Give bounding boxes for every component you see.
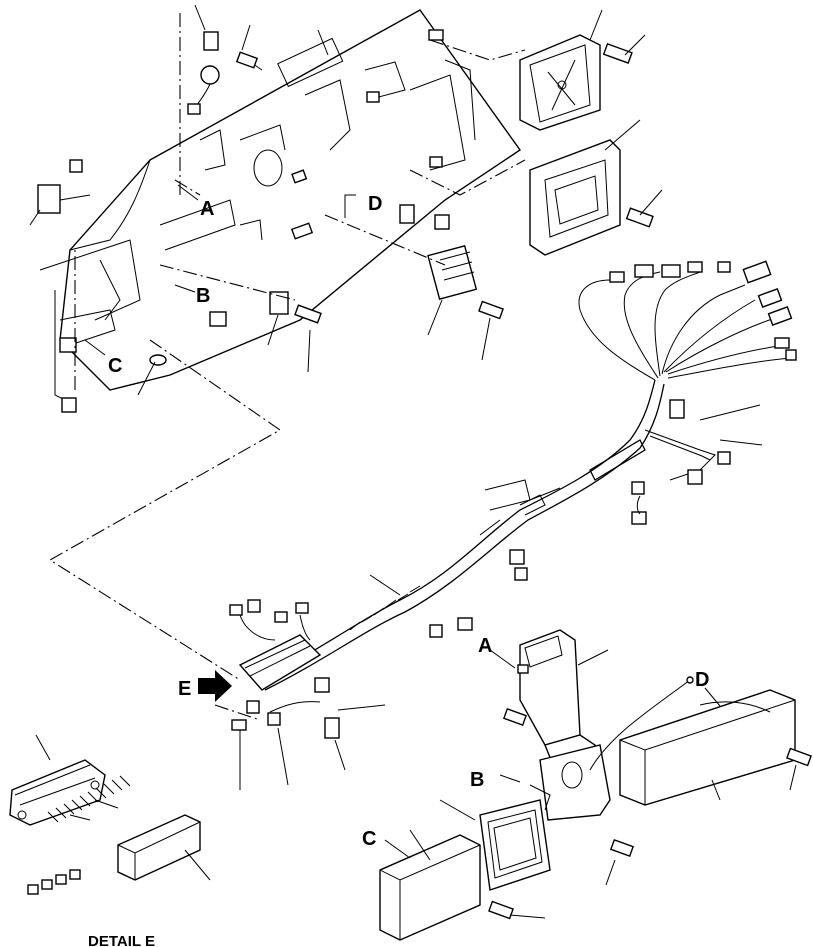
label-b-top: B [196, 285, 210, 307]
main-harness [259, 379, 665, 691]
label-a-top: A [200, 198, 214, 220]
air-duct-right [619, 689, 796, 806]
duct-wire [589, 676, 694, 771]
detail-e-caption: DETAIL E [88, 933, 155, 947]
label-d-bottom: D [695, 669, 709, 691]
detail-e-connector [9, 759, 106, 826]
reference-lines [48, 10, 526, 721]
label-d-top: D [368, 193, 382, 215]
detail-e-arrow [198, 670, 232, 702]
leader-lines [29, 4, 797, 919]
wire-fan [578, 260, 797, 381]
mounting-panel [39, 9, 521, 406]
controller-box-base [529, 139, 654, 256]
air-duct-upright [519, 629, 611, 821]
duct-bolts [488, 664, 812, 920]
label-c-bottom: C [362, 828, 376, 850]
reference-arrows [84, 184, 721, 859]
label-b-bottom: B [470, 769, 484, 791]
detail-e-terminals [27, 775, 131, 895]
label-e: E [178, 678, 191, 700]
harness-branch [631, 399, 731, 525]
detail-e-cover [117, 814, 201, 881]
air-duct-left [379, 834, 481, 941]
label-a-bottom: A [478, 635, 492, 657]
top-left-parts [37, 31, 450, 413]
relay-module [427, 244, 504, 320]
controller-box-cover [519, 34, 633, 131]
label-c-top: C [108, 355, 122, 377]
harness-end-connectors [229, 549, 528, 739]
air-duct-center [479, 799, 551, 891]
